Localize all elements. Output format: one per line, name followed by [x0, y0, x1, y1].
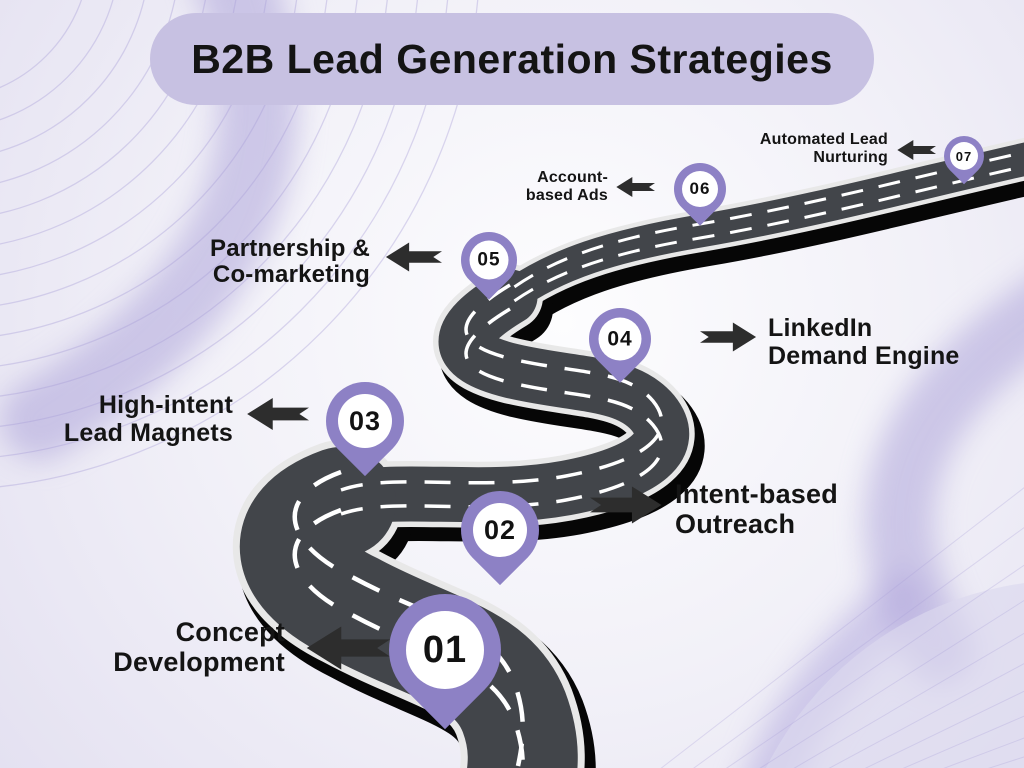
pin-marker-04: 04: [576, 295, 664, 383]
step-label-02: Intent-based Outreach: [675, 479, 838, 539]
pin-number: 06: [689, 179, 711, 198]
pin-marker-01: 01: [365, 570, 525, 730]
title-banner: B2B Lead Generation Strategies: [150, 13, 874, 105]
pin-number: 05: [477, 249, 501, 270]
arrow-right-icon: [590, 486, 662, 524]
pin-marker-07: 07: [935, 127, 993, 185]
arrow-right-icon: [700, 322, 757, 352]
arrow-left-icon: [385, 242, 442, 272]
pin-number: 02: [483, 514, 517, 545]
step-label-06: Account- based Ads: [525, 169, 608, 204]
pin-marker-05: 05: [449, 220, 529, 300]
step-label-04: LinkedIn Demand Engine: [768, 314, 960, 370]
pin-number: 01: [422, 628, 468, 671]
step-label-07: Automated Lead Nurturing: [759, 131, 888, 166]
pin-marker-06: 06: [663, 152, 737, 226]
step-label-03: High-intent Lead Magnets: [63, 391, 233, 447]
pin-number: 03: [348, 405, 382, 436]
step-label-05: Partnership & Co-marketing: [210, 235, 370, 289]
pin-marker-02: 02: [444, 474, 556, 586]
arrow-left-icon: [247, 398, 309, 430]
arrow-left-icon: [616, 177, 655, 197]
arrow-left-icon: [306, 626, 391, 670]
page-title: B2B Lead Generation Strategies: [191, 35, 833, 82]
pin-number: 04: [607, 327, 633, 350]
step-label-01: Concept Development: [113, 617, 285, 677]
arrow-left-icon: [897, 140, 936, 160]
pin-number: 07: [955, 148, 973, 164]
pin-marker-03: 03: [309, 365, 421, 477]
light-circle-bottom-right: [765, 583, 1024, 768]
diagonal-lines-bottom-right: [660, 487, 1024, 768]
